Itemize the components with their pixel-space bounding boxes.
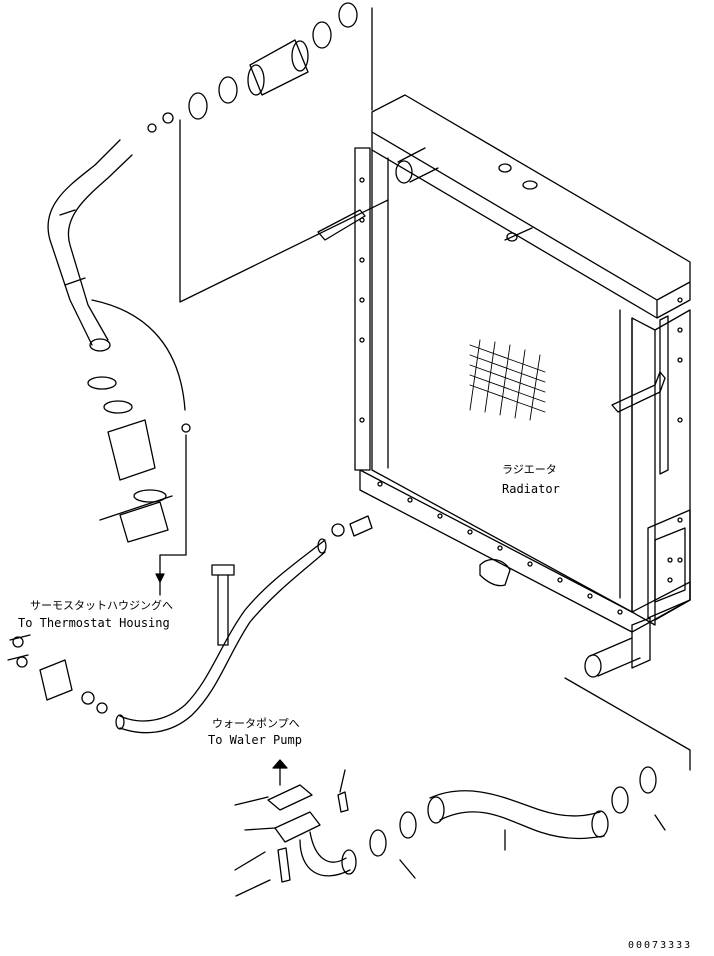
bolt-vertical: [211, 564, 235, 646]
hose-clamp-2: [338, 2, 358, 28]
part-number: 00073333: [628, 940, 692, 951]
upper-hose-group: [147, 2, 389, 303]
hose-clamp-3: [218, 76, 238, 104]
radiator-top-tank: [371, 94, 691, 319]
thermostat-hose: [107, 419, 156, 481]
radiator-label-jp: ラジエータ: [502, 463, 557, 476]
water-pump-elbow: [274, 811, 351, 877]
waterpump-label-jp: ウォータポンプへ: [212, 717, 300, 730]
thermostat-bent-pipe: [47, 139, 133, 346]
thermostat-label-jp: サーモスタットハウジングへ: [30, 598, 173, 612]
radiator-bottom-tank: [359, 469, 691, 633]
thermostat-pipe-group: [47, 139, 191, 596]
radiator-assembly: [317, 94, 691, 678]
upper-inlet-pipe: [397, 147, 439, 183]
right-side-plate: [631, 309, 691, 626]
hose-clamp-6: [399, 811, 417, 839]
hose-clamp-1: [312, 21, 332, 49]
bypass-pipe-group: [7, 515, 373, 734]
mount-bracket-right: [611, 371, 666, 413]
filler-neck: [498, 163, 512, 173]
drain-elbow: [479, 558, 511, 587]
mount-bracket-left: [317, 209, 366, 241]
right-lower-bracket: [647, 509, 691, 619]
small-nut: [162, 112, 174, 124]
thermostat-label-en: To Thermostat Housing: [18, 616, 170, 630]
leader-line-top: [179, 119, 389, 303]
core-mesh: [469, 339, 546, 421]
gasket: [267, 784, 313, 811]
hose-clamp-8: [639, 766, 657, 794]
radiator-label-en: Radiator: [502, 482, 560, 496]
lower-outlet-pipe: [589, 637, 641, 677]
waterpump-label-en: To Waler Pump: [208, 733, 302, 747]
pipe-flange: [39, 659, 73, 701]
lower-hose: [429, 790, 605, 840]
arrow-to-thermostat: [155, 573, 165, 583]
arrow-to-water-pump: [272, 759, 288, 769]
upper-hose: [249, 39, 309, 96]
radiator-core: [371, 149, 633, 613]
hose-clamp-5: [369, 829, 387, 857]
bypass-hose: [119, 539, 326, 734]
hose-clamp-4: [188, 92, 208, 120]
breather-tube: [91, 299, 186, 411]
hose-clamp-7: [611, 786, 629, 814]
water-pump-hose-group: [234, 677, 691, 897]
left-side-bracket: [354, 147, 371, 471]
